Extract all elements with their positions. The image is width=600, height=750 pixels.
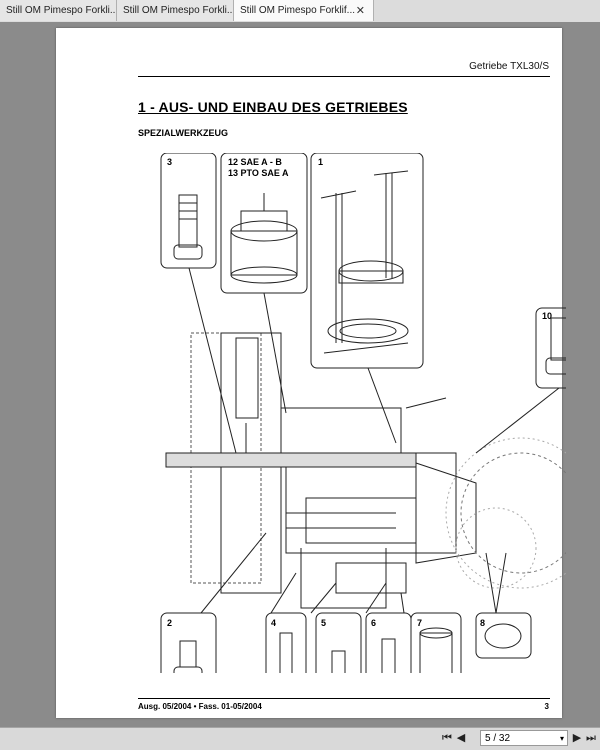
section-title: 1 - AUS- UND EINBAU DES GETRIEBES bbox=[138, 99, 408, 115]
tool-box-8 bbox=[475, 612, 532, 659]
callout-5: 5 bbox=[321, 618, 326, 628]
callout-7: 7 bbox=[417, 618, 422, 628]
header-rule bbox=[138, 76, 550, 77]
callout-8: 8 bbox=[480, 618, 485, 628]
tab-label: Still OM Pimespo Forklif... bbox=[240, 5, 356, 16]
tab-bar: Still OM Pimespo Forkli... Still OM Pime… bbox=[0, 0, 600, 23]
callout-13: 13 PTO SAE A bbox=[228, 168, 289, 178]
callout-2: 2 bbox=[167, 618, 172, 628]
next-page-icon[interactable]: ▶ bbox=[572, 732, 582, 744]
tab-label: Still OM Pimespo Forkli... bbox=[6, 5, 117, 16]
page-number-input[interactable]: 5 / 32 ▾ bbox=[480, 730, 568, 746]
tab-document-2[interactable]: Still OM Pimespo Forkli... bbox=[117, 0, 234, 21]
tool-box-3 bbox=[160, 153, 217, 269]
callout-12: 12 SAE A - B bbox=[228, 157, 282, 167]
tool-box-2 bbox=[160, 612, 217, 673]
chevron-down-icon[interactable]: ▾ bbox=[559, 734, 564, 743]
tool-box-7 bbox=[410, 612, 462, 673]
page-footer-edition: Ausg. 05/2004 • Fass. 01-05/2004 bbox=[138, 702, 262, 711]
callout-4: 4 bbox=[271, 618, 276, 628]
first-page-icon[interactable]: ⏮ bbox=[442, 732, 452, 744]
tool-box-1 bbox=[310, 153, 424, 369]
transmission-technical-drawing: 3 12 SAE A - B 13 PTO SAE A 1 10 2 4 5 6… bbox=[160, 153, 566, 673]
transmission-section bbox=[165, 332, 477, 609]
tab-document-1[interactable]: Still OM Pimespo Forkli... bbox=[0, 0, 117, 21]
callout-3: 3 bbox=[167, 157, 172, 167]
bolt-shank bbox=[178, 194, 198, 248]
callout-6: 6 bbox=[371, 618, 376, 628]
tab-document-3[interactable]: Still OM Pimespo Forklif... ✕ bbox=[234, 0, 374, 21]
page-header-title: Getriebe TXL30/S bbox=[469, 61, 549, 72]
footer-rule bbox=[138, 698, 550, 699]
document-viewer[interactable]: Getriebe TXL30/S 1 - AUS- UND EINBAU DES… bbox=[0, 22, 600, 727]
tool-box-5 bbox=[315, 612, 362, 673]
callout-10: 10 bbox=[542, 311, 552, 321]
tab-label: Still OM Pimespo Forkli... bbox=[123, 5, 234, 16]
callout-1: 1 bbox=[318, 157, 323, 167]
section-subtitle: SPEZIALWERKZEUG bbox=[138, 128, 229, 138]
page-footer-number: 3 bbox=[544, 702, 549, 711]
previous-page-icon[interactable]: ◀ bbox=[456, 732, 466, 744]
tool-box-10 bbox=[535, 307, 566, 389]
document-page: Getriebe TXL30/S 1 - AUS- UND EINBAU DES… bbox=[56, 28, 566, 718]
close-icon[interactable]: ✕ bbox=[355, 5, 365, 17]
page-number-value: 5 / 32 bbox=[485, 733, 511, 744]
tool-box-4 bbox=[265, 612, 307, 673]
status-bar: ⏮ ◀ 5 / 32 ▾ ▶ ⏭ bbox=[0, 727, 600, 750]
bolt-head bbox=[173, 244, 203, 260]
last-page-icon[interactable]: ⏭ bbox=[586, 732, 596, 744]
